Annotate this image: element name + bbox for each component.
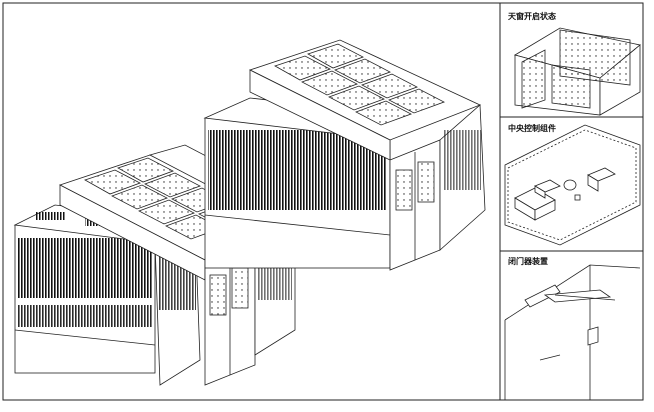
skylight-open-label: 天窗开启状态 [508, 12, 556, 21]
skylight-detail-drawing [513, 27, 641, 116]
control-detail-drawing [504, 124, 641, 246]
rack-vent-slots [18, 305, 152, 327]
door-closer-detail-drawing [504, 264, 641, 400]
right-containment-pod [203, 39, 486, 271]
central-control-label: 中央控制组件 [508, 124, 556, 133]
skylight-panels [274, 43, 445, 126]
rack-vent-slots [18, 238, 152, 298]
door-closer-label: 闭门器装置 [508, 257, 548, 266]
outer-border [2, 2, 644, 401]
